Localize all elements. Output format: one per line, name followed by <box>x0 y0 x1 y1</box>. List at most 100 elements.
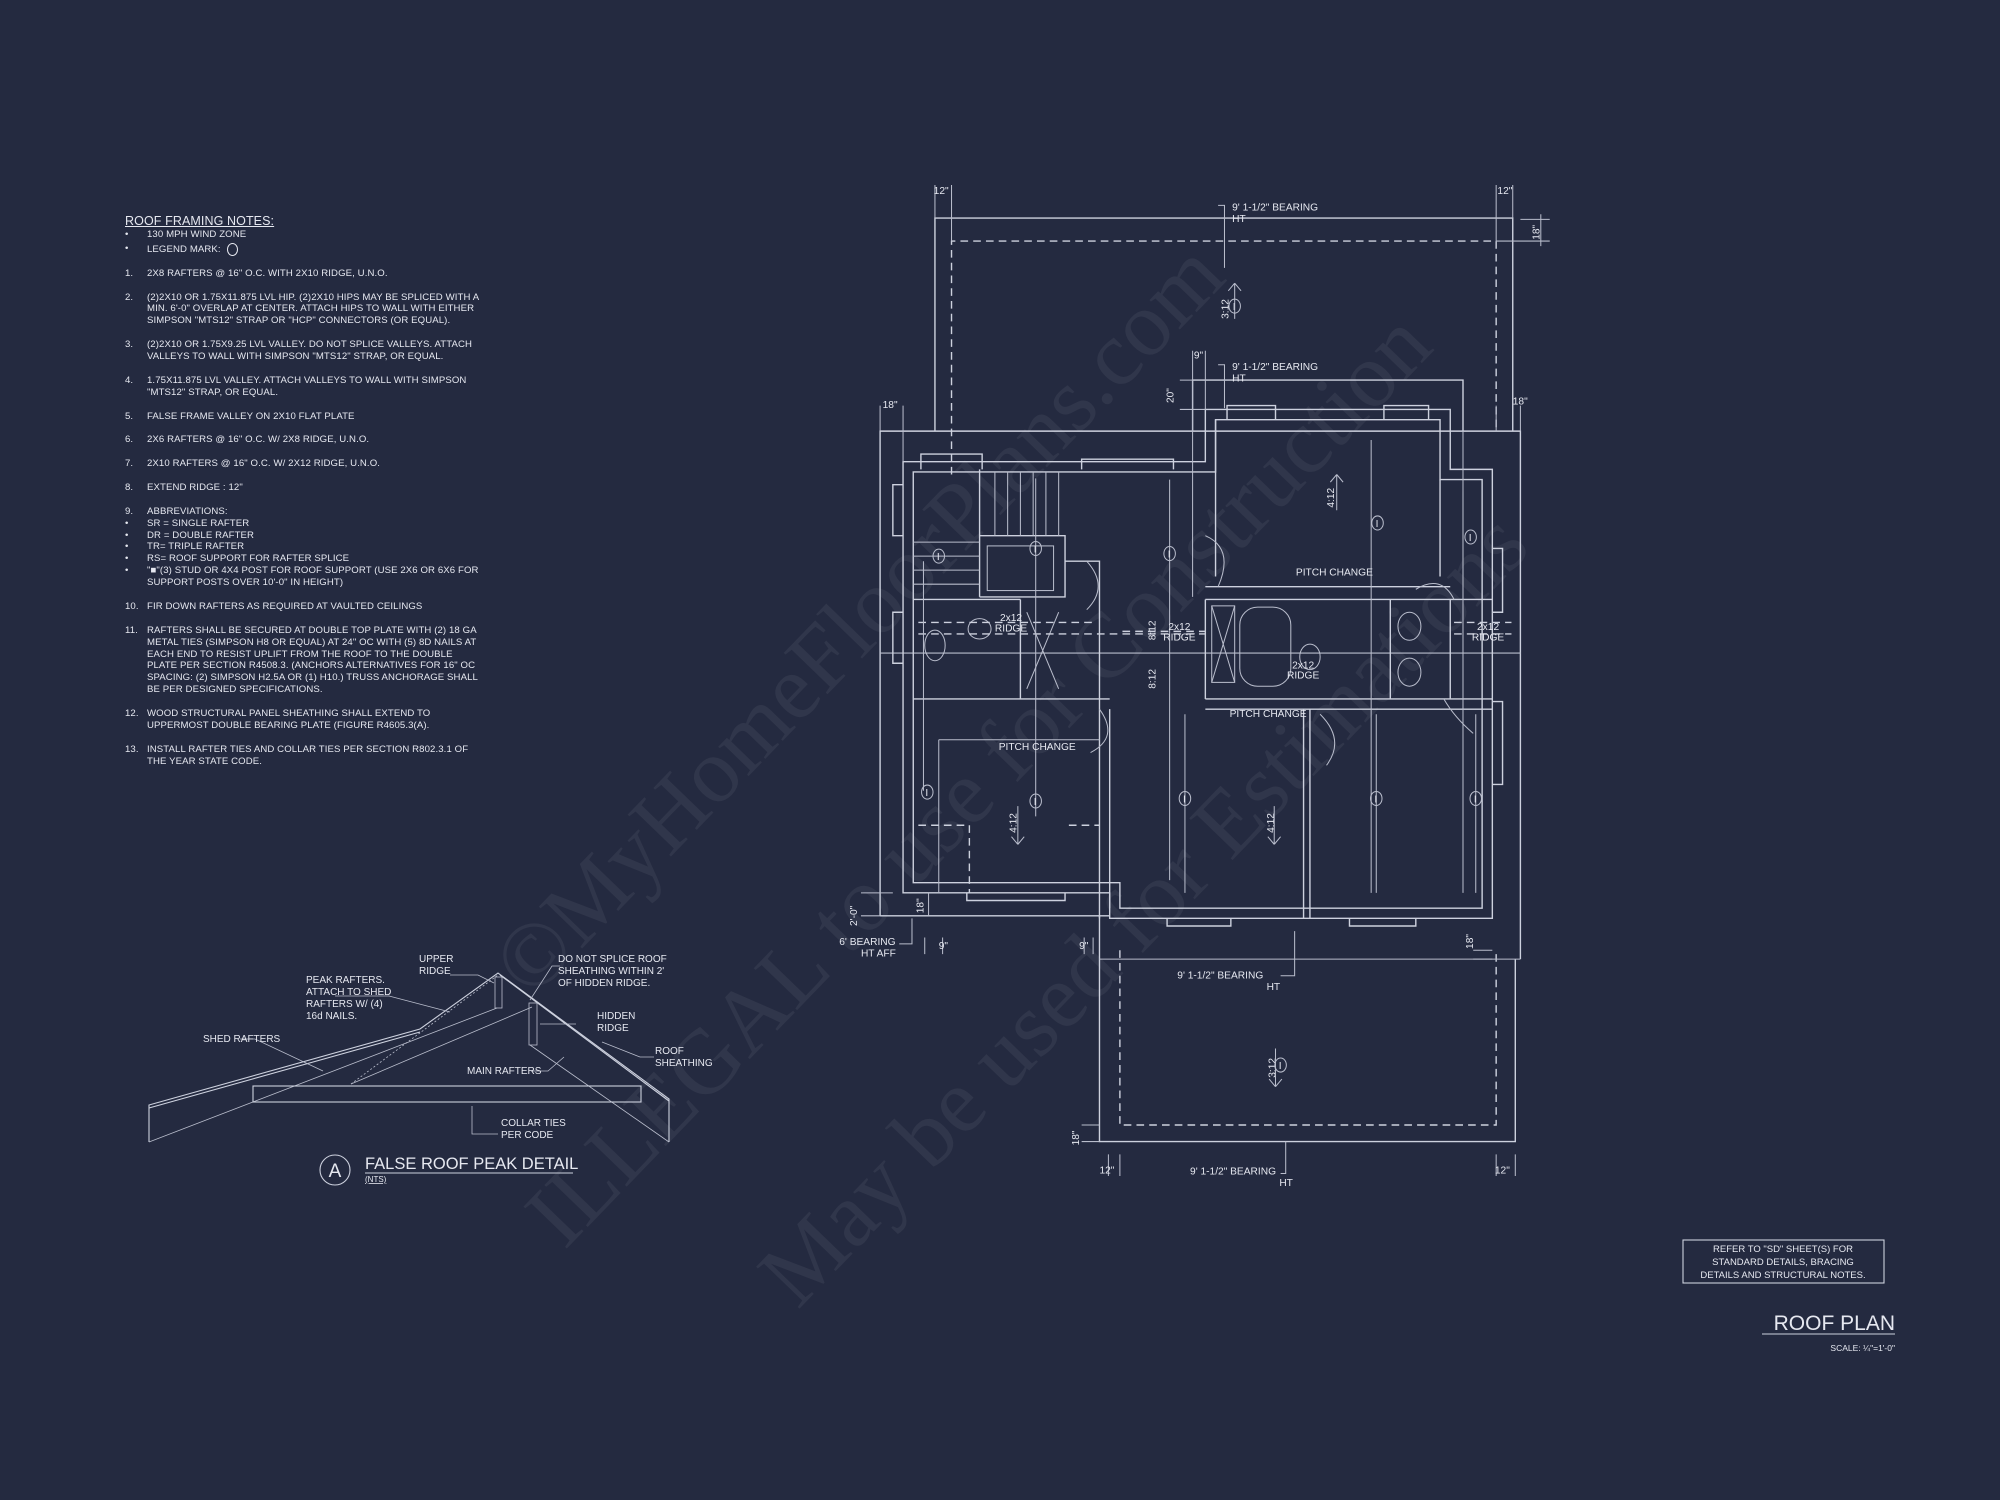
bullet-icon: • <box>125 565 129 577</box>
sheet-scale: SCALE: ¼"=1'-0" <box>1830 1343 1895 1353</box>
shower-x <box>1026 612 1060 689</box>
pitch-change-label: PITCH CHANGE <box>999 742 1076 753</box>
note-text: (2)2x10 OR 1.75x9.25 LVL VALLEY. DO NOT … <box>147 339 473 363</box>
bullet-icon: • <box>125 517 129 529</box>
bearing-upper-ht: HT <box>1232 373 1246 384</box>
bearing-leaders <box>899 204 1296 1174</box>
sink <box>967 618 992 640</box>
legend-mark-1-icon: I <box>1274 1057 1287 1073</box>
abbreviation-item: •TR= TRIPLE RAFTER <box>125 541 485 553</box>
roof-framing-notes: ROOF FRAMING NOTES: •130 MPH WIND ZONE •… <box>125 215 485 768</box>
ridge-size: 2x12 <box>1000 613 1022 624</box>
note-text: 2x6 RAFTERS @ 16" O.C. W/ 2x8 RIDGE, U.N… <box>147 434 370 446</box>
reference-note-line: REFER TO "SD" SHEET(S) FOR <box>1713 1244 1853 1255</box>
svg-text:I: I <box>1474 794 1477 805</box>
svg-text:I: I <box>937 552 940 563</box>
collar-tie <box>252 1085 642 1103</box>
upper-ridge-board <box>494 976 503 1009</box>
label-main-rafters: MAIN RAFTERS <box>467 1066 542 1077</box>
windows <box>892 404 1504 927</box>
note-item: 5.FALSE FRAME VALLEY ON 2x10 FLAT PLATE <box>125 411 485 423</box>
roof-sheathing <box>499 974 670 1102</box>
note-text: INSTALL RAFTER TIES AND COLLAR TIES PER … <box>147 743 469 767</box>
pitch-change-zone <box>938 739 1100 893</box>
label-collar-ties: COLLAR TIES <box>501 1118 566 1129</box>
bearing-bottom-label: 9' 1-1/2" BEARING <box>1190 1167 1276 1178</box>
dim-18-right: 18" <box>1513 396 1528 407</box>
bedroom-divider-wall <box>1302 709 1311 919</box>
bathtub <box>1239 606 1292 687</box>
label-roof-sheathing: SHEATHING <box>655 1058 713 1069</box>
pitch-arrows <box>1011 282 1344 1088</box>
note-item: 8.EXTEND RIDGE : 12" <box>125 482 485 494</box>
note-item: 6.2x6 RAFTERS @ 16" O.C. W/ 2x8 RIDGE, U… <box>125 434 485 446</box>
label-roof-sheathing: ROOF <box>655 1046 684 1057</box>
svg-text:I: I <box>925 788 928 799</box>
note-text: 2x10 RAFTERS @ 16" O.C. W/ 2x12 RIDGE, U… <box>147 458 381 470</box>
legend-mark-1-icon: I <box>1029 540 1042 556</box>
dim-2-0: 2'-0" <box>849 905 860 926</box>
note-item: 3.(2)2x10 OR 1.75x9.25 LVL VALLEY. DO NO… <box>125 339 485 363</box>
ridge-label: RIDGE <box>1163 632 1195 643</box>
note-item: 4.1.75x11.875 LVL VALLEY. ATTACH VALLEYS… <box>125 375 485 399</box>
detail-marker-circle <box>319 1154 351 1186</box>
pitch-label: 4:12 <box>1326 487 1337 507</box>
reference-note-line: DETAILS AND STRUCTURAL NOTES. <box>1700 1270 1865 1281</box>
pitch-label: 4:12 <box>1009 813 1020 833</box>
note-item: 11.RAFTERS SHALL BE SECURED AT DOUBLE TO… <box>125 625 485 696</box>
note-number: 10. <box>125 600 139 612</box>
top-porch-bearing-line <box>950 240 1497 475</box>
note-item: 13.INSTALL RAFTER TIES AND COLLAR TIES P… <box>125 744 485 768</box>
detail-subtitle: (NTS) <box>365 1175 387 1184</box>
closet-x <box>1211 605 1236 683</box>
note-number: 2. <box>125 291 134 303</box>
abbreviation-item: •SR = SINGLE RAFTER <box>125 518 485 530</box>
legend-mark-1-icon: I <box>1371 515 1384 531</box>
bullet-icon: • <box>125 529 129 541</box>
dim-20: 20" <box>1165 388 1176 403</box>
note-number: 7. <box>125 458 134 470</box>
dim-18-left: 18" <box>883 400 898 411</box>
note-number: 8. <box>125 481 134 493</box>
top-porch-roof-edge <box>934 217 1514 432</box>
stair-treads-upper <box>994 471 1060 536</box>
dim-9-mid-bottom: 9" <box>1079 941 1089 952</box>
note-text: WOOD STRUCTURAL PANEL SHEATHING SHALL EX… <box>147 708 431 731</box>
dim-12-top-left: 12" <box>934 186 949 197</box>
label-hidden-ridge: RIDGE <box>597 1023 629 1034</box>
note-item: 10. FIR DOWN RAFTERS AS REQUIRED AT VAULT… <box>125 601 485 613</box>
note-number: 1. <box>125 267 134 279</box>
label-hidden-ridge: HIDDEN <box>597 1011 635 1022</box>
pitch-change-label: PITCH CHANGE <box>1296 567 1373 578</box>
rafter-span-lines <box>922 440 1477 893</box>
label-upper-ridge: RIDGE <box>419 966 451 977</box>
hidden-ridge-board <box>528 1002 538 1046</box>
abbreviation-item: • "■"(3) STUD OR 4x4 POST FOR ROOF SUPPOR… <box>125 565 485 589</box>
detail-leaders <box>240 965 654 1135</box>
front-porch-bearing-line <box>1119 950 1497 1126</box>
bearing-left-ht: HT AFF <box>861 949 896 960</box>
abbreviation-text: RS= ROOF SUPPORT FOR RAFTER SPLICE <box>147 553 350 565</box>
ridge-lines <box>918 621 1512 635</box>
svg-text:I: I <box>1034 544 1037 555</box>
note-text: RAFTERS SHALL BE SECURED AT DOUBLE TOP P… <box>147 624 478 696</box>
note-item: 12.WOOD STRUCTURAL PANEL SHEATHING SHALL… <box>125 708 485 732</box>
legend-mark-1-icon: I <box>921 784 934 800</box>
toilet <box>1299 643 1321 671</box>
svg-text:I: I <box>1374 794 1377 805</box>
label-shed-rafters: SHED RAFTERS <box>203 1034 281 1045</box>
label-upper-ridge: UPPER <box>419 954 453 965</box>
abbreviation-text: TR= TRIPLE RAFTER <box>147 541 245 553</box>
bath-walls <box>1204 598 1493 710</box>
note-number: 9. <box>125 505 134 517</box>
legend-mark-1-icon: I <box>1163 546 1176 562</box>
abbreviation-text: "■"(3) STUD OR 4x4 POST FOR ROOF SUPPORT… <box>147 565 479 589</box>
hidden-bearing-lines <box>918 824 1100 893</box>
note-text: FIR DOWN RAFTERS AS REQUIRED AT VAULTED … <box>147 600 423 612</box>
label-do-not-splice: DO NOT SPLICE ROOF <box>558 954 667 965</box>
pitch-change-label: PITCH CHANGE <box>1230 709 1307 720</box>
reference-note: REFER TO "SD" SHEET(S) FOR STANDARD DETA… <box>1682 1239 1885 1284</box>
dimension-lines <box>860 184 1550 1177</box>
closet <box>986 545 1055 592</box>
